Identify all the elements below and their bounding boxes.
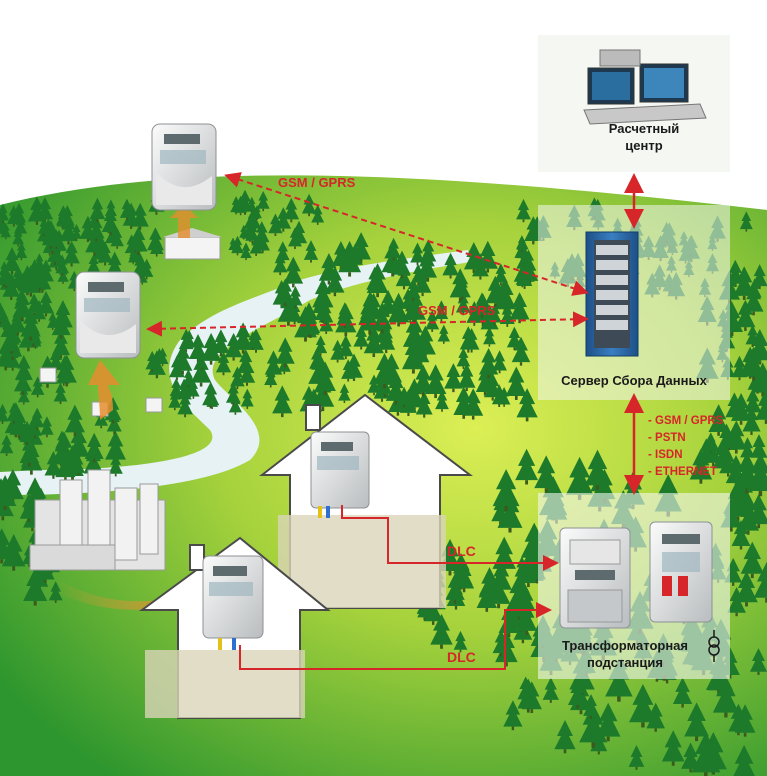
dlc-label-upper: DLC [447,543,476,559]
billing-center-label: Расчетный центр [608,121,680,153]
gsm-link-top [224,172,589,296]
substation-meter-right [649,521,713,623]
server-rack [585,231,639,357]
substation-label: Трансформаторная подстанция [561,638,689,670]
channel-item: - GSM / GPRS [648,415,724,427]
meter-remote-middle [75,271,141,359]
server-channel-list: - GSM / GPRS - PSTN - ISDN - ETHERNET [648,413,723,481]
town-buildings [29,469,166,571]
meter-house-lower [202,555,264,650]
small-houses [39,228,222,417]
meter-house-upper [310,431,370,518]
data-server-label: Сервер Сбора Данных [561,373,707,388]
substation-meter-left [559,527,631,629]
feed-arrow-village [88,360,120,420]
feed-arrow-house [170,204,198,238]
meter-remote-top [151,123,217,211]
computer-workstation [583,49,707,125]
gsm-label-middle: GSM / GPRS [418,303,496,318]
gsm-label-top: GSM / GPRS [278,175,356,190]
channel-item: - ETHERNET [648,466,717,478]
dlc-link-lower [239,602,552,670]
transformer-icon [708,630,720,662]
channel-item: - ISDN [648,449,683,461]
dlc-label-lower: DLC [447,649,476,665]
channel-item: - PSTN [648,432,686,444]
dlc-link-upper [341,505,559,571]
gsm-link-middle [146,311,589,337]
